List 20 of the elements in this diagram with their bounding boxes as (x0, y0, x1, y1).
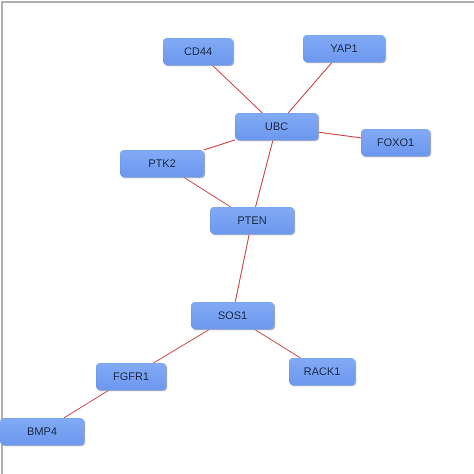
gene-node: PTEN (210, 207, 294, 234)
interaction-line (318, 132, 362, 138)
gene-node: SOS1 (191, 302, 274, 329)
gene-node: CD44 (163, 38, 233, 65)
interaction-line (212, 64, 263, 114)
interaction-line (63, 390, 110, 418)
interaction-line (182, 176, 232, 208)
gene-node: UBC (235, 113, 318, 140)
interaction-line (203, 139, 236, 150)
gene-node: FOXO1 (361, 129, 430, 156)
gene-node: RACK1 (289, 358, 355, 385)
interaction-line (152, 328, 211, 364)
gene-node: FGFR1 (96, 363, 166, 390)
interaction-line (288, 62, 333, 114)
interaction-line (254, 328, 301, 358)
gene-node: PTK2 (120, 150, 204, 177)
interaction-line (255, 140, 274, 208)
gene-node: YAP1 (303, 35, 385, 62)
interaction-line (234, 234, 250, 302)
gene-node: BMP4 (0, 418, 84, 445)
